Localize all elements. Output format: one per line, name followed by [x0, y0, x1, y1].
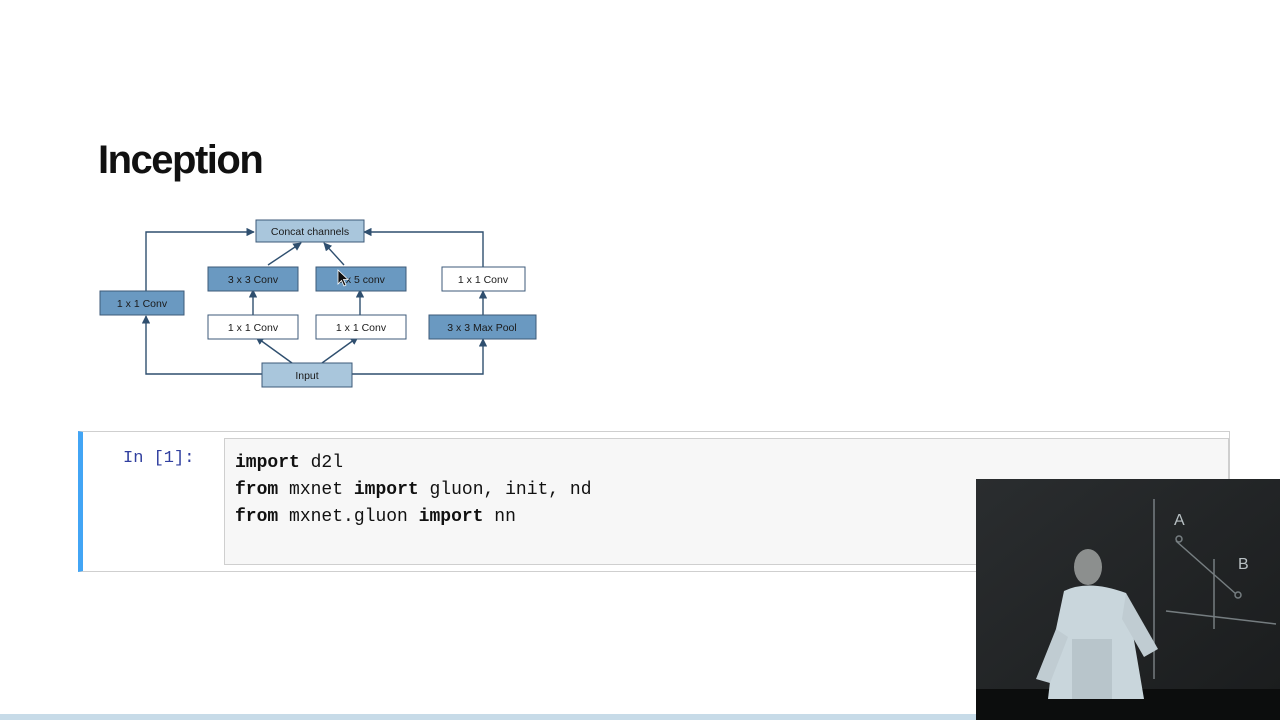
- code-line: from mxnet.gluon import nn: [235, 507, 516, 527]
- svg-text:1 x 1 Conv: 1 x 1 Conv: [336, 322, 387, 334]
- svg-text:1 x 1 Conv: 1 x 1 Conv: [458, 274, 509, 286]
- slide-title: Inception: [98, 138, 264, 182]
- edge-input-b2: [255, 336, 293, 364]
- inception-block-diagram: Concat channels 1 x 1 Conv 3 x 3 Conv 1 …: [99, 219, 537, 388]
- svg-text:Input: Input: [295, 370, 318, 382]
- code-line: import d2l: [235, 453, 344, 473]
- edge-input-b1: [141, 315, 262, 375]
- node-branch4-1x1-conv: 1 x 1 Conv: [441, 266, 526, 292]
- svg-text:B: B: [1238, 556, 1249, 573]
- edge-b2-concat: [267, 242, 302, 266]
- progress-bar: [0, 714, 976, 720]
- node-branch3-1x1-conv: 1 x 1 Conv: [315, 314, 407, 340]
- edge-b1-concat: [145, 227, 255, 292]
- node-branch2-3x3-conv: 3 x 3 Conv: [207, 266, 299, 292]
- code-editor[interactable]: import d2l from mxnet import gluon, init…: [225, 439, 1228, 542]
- svg-text:Concat channels: Concat channels: [271, 226, 349, 238]
- svg-text:A: A: [1174, 512, 1185, 529]
- edge-b3-concat: [323, 242, 345, 266]
- code-line: from mxnet import gluon, init, nd: [235, 480, 592, 500]
- node-input: Input: [261, 362, 353, 388]
- node-branch4-3x3-max-pool: 3 x 3 Max Pool: [428, 314, 537, 340]
- mouse-cursor-icon: [337, 269, 350, 287]
- node-concat-channels: Concat channels: [255, 219, 365, 243]
- notebook-code-cell[interactable]: In [1]: import d2l from mxnet import glu…: [78, 431, 1230, 572]
- svg-text:3 x 3 Conv: 3 x 3 Conv: [228, 274, 279, 286]
- presenter-video-overlay: A B: [976, 479, 1280, 720]
- svg-text:1 x 1 Conv: 1 x 1 Conv: [117, 298, 168, 310]
- svg-text:1 x 1 Conv: 1 x 1 Conv: [228, 322, 279, 334]
- presenter-figure: [1036, 549, 1158, 699]
- svg-text:5 x 5 conv: 5 x 5 conv: [337, 274, 386, 286]
- edge-input-b3: [321, 336, 359, 364]
- node-branch1-1x1-conv: 1 x 1 Conv: [99, 290, 185, 316]
- svg-text:3 x 3 Max Pool: 3 x 3 Max Pool: [447, 322, 516, 334]
- node-branch3-5x5-conv: 5 x 5 conv: [315, 266, 407, 292]
- cell-prompt: In [1]:: [123, 449, 195, 468]
- edge-b4-concat: [363, 227, 484, 267]
- node-branch2-1x1-conv: 1 x 1 Conv: [207, 314, 299, 340]
- edge-input-b4: [352, 338, 488, 375]
